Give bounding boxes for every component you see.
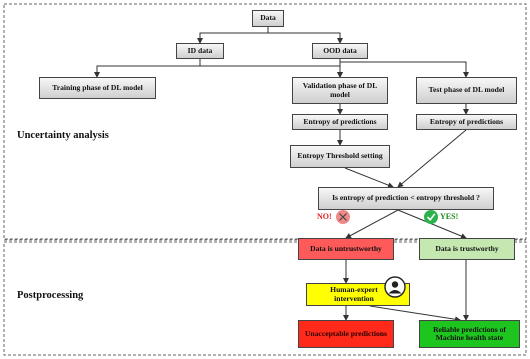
untrustworthy-node: Data is untrustworthy: [298, 238, 394, 260]
ood-data-node: OOD data: [312, 43, 368, 59]
trustworthy-node: Data is trustworthy: [419, 238, 515, 260]
check-icon: [424, 210, 438, 224]
no-label: NO!: [317, 212, 332, 221]
postprocessing-label: Postprocessing: [17, 290, 84, 301]
yes-label: YES!: [440, 212, 459, 221]
entropy-test-node: Entropy of predictions: [416, 114, 517, 130]
validation-phase-node: Validation phase of DL model: [292, 77, 388, 104]
unacceptable-predictions-node: Unacceptable predictions: [298, 320, 394, 348]
decision-node: Is entropy of prediction < entropy thres…: [318, 187, 494, 210]
uncertainty-section-frame: [3, 3, 527, 240]
entropy-threshold-node: Entropy Threshold setting: [290, 145, 390, 168]
data-node: Data: [252, 10, 284, 27]
person-icon: [384, 276, 406, 298]
id-data-node: ID data: [176, 43, 224, 59]
entropy-validation-node: Entropy of predictions: [292, 114, 388, 130]
test-phase-node: Test phase of DL model: [416, 77, 517, 104]
uncertainty-analysis-label: Uncertainty analysis: [17, 130, 109, 141]
training-phase-node: Training phase of DL model: [39, 77, 156, 99]
human-expert-node: Human-expert intervention: [306, 283, 410, 306]
cross-mark: [339, 213, 347, 221]
reliable-predictions-node: Reliable predictions of Machine health s…: [419, 320, 520, 348]
human-expert-label: Human-expert intervention: [330, 285, 378, 303]
postprocessing-section-frame: [3, 241, 527, 356]
check-mark: [426, 213, 436, 222]
